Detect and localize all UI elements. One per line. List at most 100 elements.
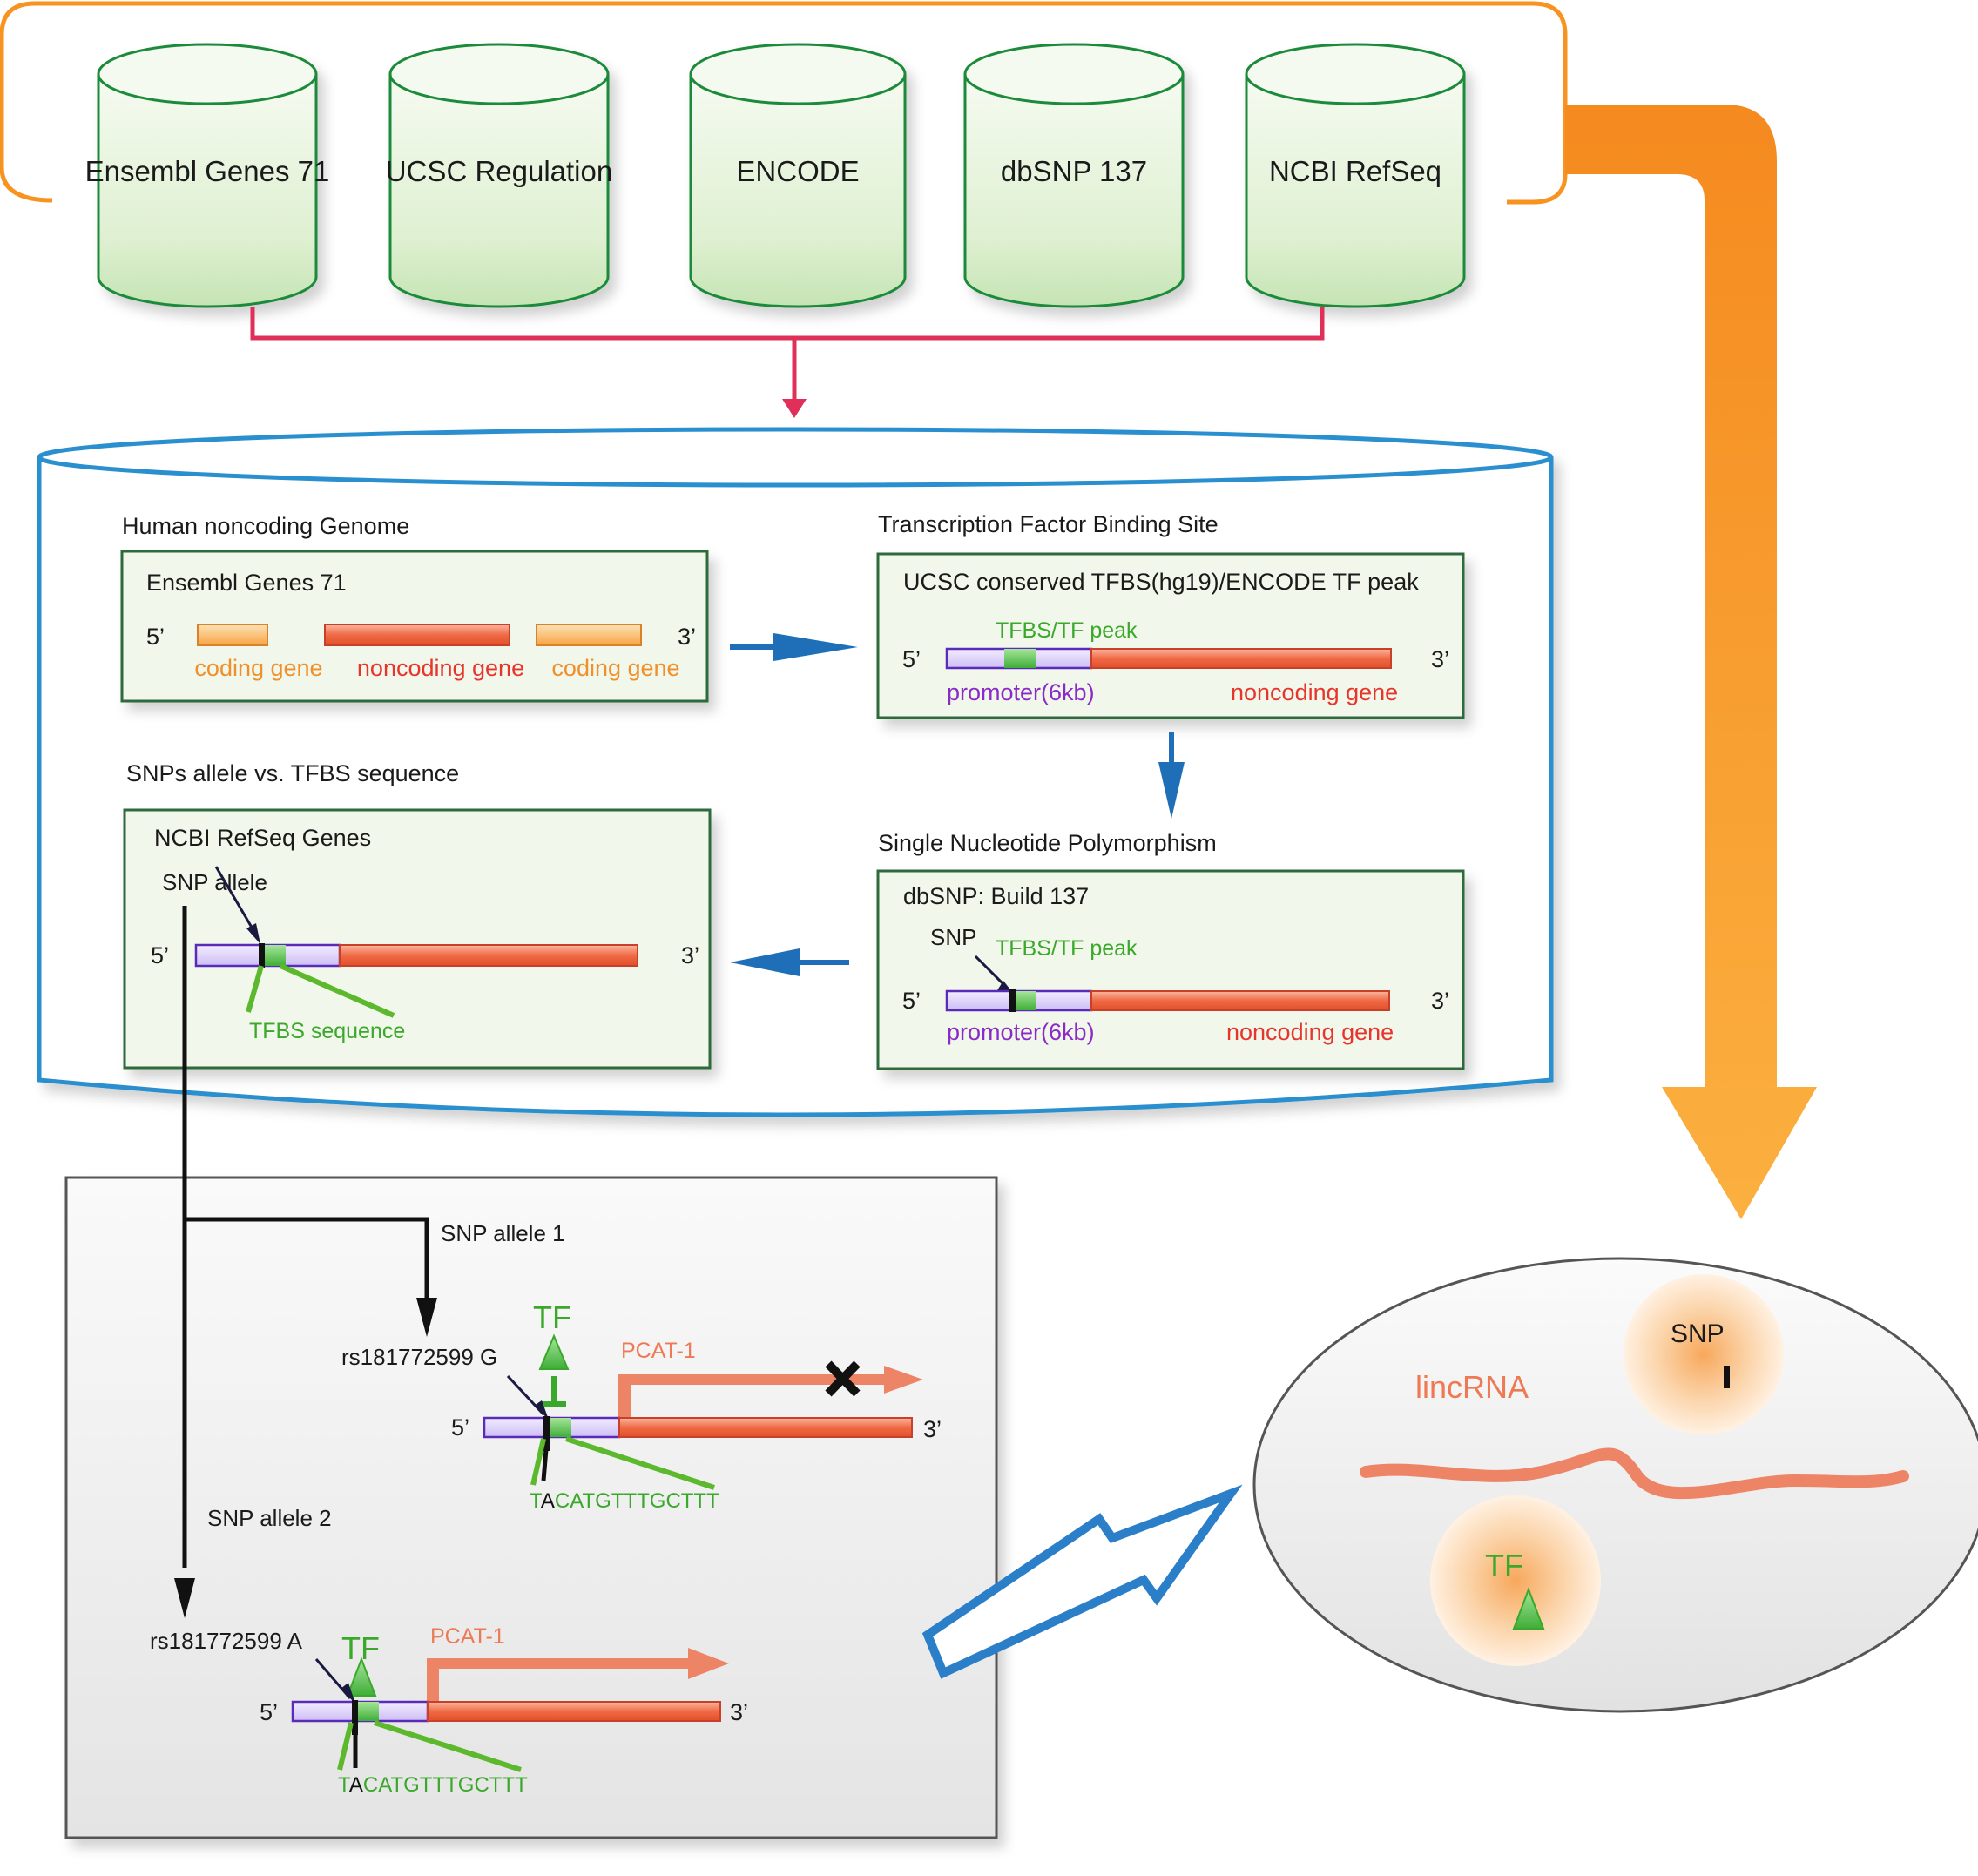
g-end3: 3’	[923, 1416, 942, 1442]
panel3-tfbs-label: TFBS/TF peak	[996, 936, 1138, 961]
rs-a-label: rs181772599 A	[150, 1628, 303, 1654]
panel3-section-title: Single Nucleotide Polymorphism	[878, 830, 1217, 856]
db-label-encode: ENCODE	[736, 155, 859, 187]
blocked-x-icon	[825, 1360, 861, 1397]
arrow-to-panel4	[730, 948, 800, 976]
g-end5: 5’	[451, 1414, 469, 1441]
database-bracket	[0, 1, 1568, 205]
rs-g-label: rs181772599 G	[341, 1344, 497, 1370]
tf-triangle-g	[538, 1333, 570, 1370]
cell-tf-label: TF	[1485, 1548, 1523, 1583]
tf-triangle-a	[346, 1657, 377, 1697]
panel4-gene-bar	[339, 944, 638, 967]
allele1-label: SNP allele 1	[441, 1220, 565, 1246]
panel4-snp-mark	[259, 943, 265, 968]
a-seq-first: T	[338, 1773, 351, 1797]
panel2-tfbs-label: TFBS/TF peak	[996, 618, 1138, 643]
panel1-section-title: Human noncoding Genome	[122, 513, 409, 539]
hollow-blue-arrow	[921, 1484, 1243, 1679]
panel4-section-title: SNPs allele vs. TFBS sequence	[126, 760, 459, 786]
g-tfbs-sequence: TACATGTTTGCTTT	[530, 1489, 719, 1513]
db-label-dbsnp: dbSNP 137	[1001, 155, 1147, 187]
db-label-refseq: NCBI RefSeq	[1269, 155, 1441, 187]
tf-label-g: TF	[533, 1299, 571, 1335]
orange-flow-arrow	[1565, 105, 1817, 1219]
panel3-snp-mark	[1009, 989, 1016, 1012]
panel2-box	[876, 552, 1465, 719]
panel3-box-title: dbSNP: Build 137	[903, 883, 1089, 909]
a-tfbs-bar	[353, 1702, 379, 1721]
panel3-end5: 5’	[902, 988, 921, 1014]
allele1-arrowhead	[416, 1298, 437, 1337]
pcat-label-g: PCAT-1	[621, 1339, 696, 1363]
tf-orb	[1430, 1495, 1601, 1666]
lincrna-label: lincRNA	[1415, 1369, 1529, 1405]
db-label-ensembl: Ensembl Genes 71	[85, 155, 330, 187]
panel2-gene-bar	[1090, 648, 1392, 669]
noncoding-gene-bar	[324, 624, 510, 646]
panel2-end5: 5’	[902, 646, 921, 672]
allele-comparison-panel	[64, 1176, 998, 1839]
allele2-label: SNP allele 2	[207, 1505, 332, 1531]
allele2-arrowhead	[174, 1578, 195, 1618]
pcat-label-a: PCAT-1	[430, 1624, 505, 1649]
db-label-ucsc: UCSC Regulation	[386, 155, 612, 187]
a-seq-rest: CATGTTTGCTTT	[363, 1773, 528, 1797]
panel2-end3: 3’	[1431, 646, 1449, 672]
panel3-end3: 3’	[1431, 988, 1449, 1014]
arrow-to-panel3	[1158, 762, 1185, 819]
g-snp-mark	[543, 1416, 550, 1451]
g-gene-bar	[618, 1417, 913, 1438]
panel3-snp-label: SNP	[930, 924, 976, 950]
cell-snp-mark	[1724, 1366, 1730, 1388]
panel4-snp-allele-label: SNP allele	[162, 869, 267, 895]
pcat-arrow-a	[427, 1648, 729, 1705]
db-refseq	[1245, 43, 1466, 308]
cell-snp-label: SNP	[1671, 1319, 1725, 1348]
a-tfbs-sequence: TACATGTTTGCTTT	[338, 1773, 528, 1797]
arrow-to-panel2	[773, 633, 858, 661]
panel2-box-title: UCSC conserved TFBS(hg19)/ENCODE TF peak	[903, 569, 1419, 595]
panel2-section-title: Transcription Factor Binding Site	[878, 511, 1219, 537]
g-seq-first: T	[530, 1489, 543, 1513]
db-encode	[689, 43, 907, 308]
a-end3: 3’	[730, 1699, 748, 1725]
snp-orb	[1624, 1274, 1784, 1434]
a-snp-mark	[352, 1700, 358, 1735]
panel1-end5: 5’	[146, 624, 165, 650]
coding-gene-bar-1	[197, 624, 268, 646]
db-ensembl	[97, 43, 318, 308]
lincrna-strand	[1360, 1447, 1909, 1500]
g-seq-snp: A	[541, 1489, 555, 1513]
db-merge-arrowhead	[782, 399, 807, 418]
db-ucsc	[388, 43, 610, 308]
panel1-box-title: Ensembl Genes 71	[146, 570, 347, 596]
panel3-gene-bar	[1090, 990, 1390, 1011]
panel4-box-title: NCBI RefSeq Genes	[154, 825, 371, 851]
panel4-tfbs-sequence-label: TFBS sequence	[249, 1019, 405, 1043]
panel3-box	[876, 869, 1465, 1070]
coding-gene-label-1: coding gene	[194, 655, 322, 681]
db-merge-connector	[250, 307, 1325, 341]
panel2-noncoding-label: noncoding gene	[1231, 679, 1398, 705]
panel4-box	[123, 808, 712, 1070]
noncoding-gene-label: noncoding gene	[357, 655, 524, 681]
panel2-tfbs-bar	[1004, 649, 1036, 668]
database-cylinders: Ensembl Genes 71 UCSC Regulation ENCODE …	[85, 43, 1466, 308]
g-tfbs-bar	[545, 1418, 571, 1437]
panel3-promoter-label: promoter(6kb)	[947, 1019, 1095, 1045]
panel4-end3: 3’	[681, 942, 699, 968]
a-end5: 5’	[260, 1699, 278, 1725]
coding-gene-bar-2	[536, 624, 642, 646]
cell-tf-triangle	[1512, 1587, 1545, 1630]
a-seq-snp: A	[349, 1773, 363, 1797]
coding-gene-label-2: coding gene	[551, 655, 679, 681]
panel1-end3: 3’	[678, 624, 696, 650]
db-dbsnp	[963, 43, 1185, 308]
panel3-noncoding-label: noncoding gene	[1226, 1019, 1394, 1045]
g-seq-rest: CATGTTTGCTTT	[555, 1489, 719, 1513]
panel2-promoter-label: promoter(6kb)	[947, 679, 1095, 705]
panel4-end5: 5’	[151, 942, 169, 968]
a-gene-bar	[427, 1701, 721, 1722]
